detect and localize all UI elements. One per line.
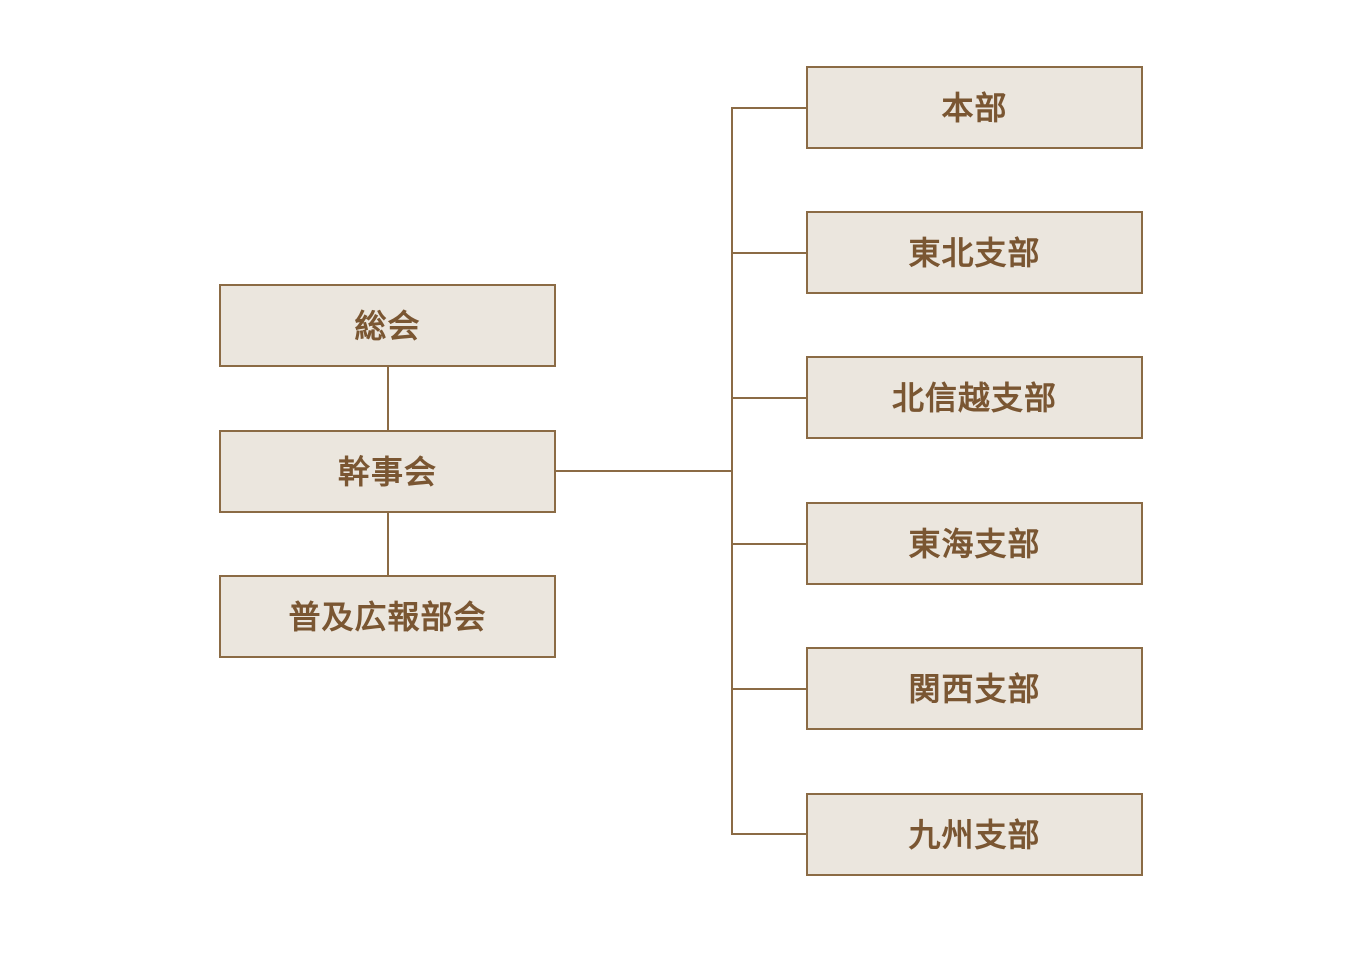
node-label: 幹事会 bbox=[337, 452, 437, 491]
node-kyushu-branch: 九州支部 bbox=[806, 793, 1143, 876]
node-label: 普及広報部会 bbox=[288, 597, 487, 636]
node-kansai-branch: 関西支部 bbox=[806, 647, 1143, 730]
node-hokushinetsu-branch: 北信越支部 bbox=[806, 356, 1143, 439]
node-headquarters: 本部 bbox=[806, 66, 1143, 149]
node-label: 東北支部 bbox=[908, 233, 1041, 272]
node-board-of-directors: 幹事会 bbox=[219, 430, 556, 513]
node-label: 本部 bbox=[941, 88, 1008, 127]
node-label: 九州支部 bbox=[908, 815, 1041, 854]
node-general-assembly: 総会 bbox=[219, 284, 556, 367]
node-tohoku-branch: 東北支部 bbox=[806, 211, 1143, 294]
node-label: 関西支部 bbox=[908, 669, 1041, 708]
node-tokai-branch: 東海支部 bbox=[806, 502, 1143, 585]
node-label: 北信越支部 bbox=[891, 378, 1057, 417]
node-label: 総会 bbox=[354, 306, 421, 345]
node-label: 東海支部 bbox=[908, 524, 1041, 563]
node-publicity-committee: 普及広報部会 bbox=[219, 575, 556, 658]
